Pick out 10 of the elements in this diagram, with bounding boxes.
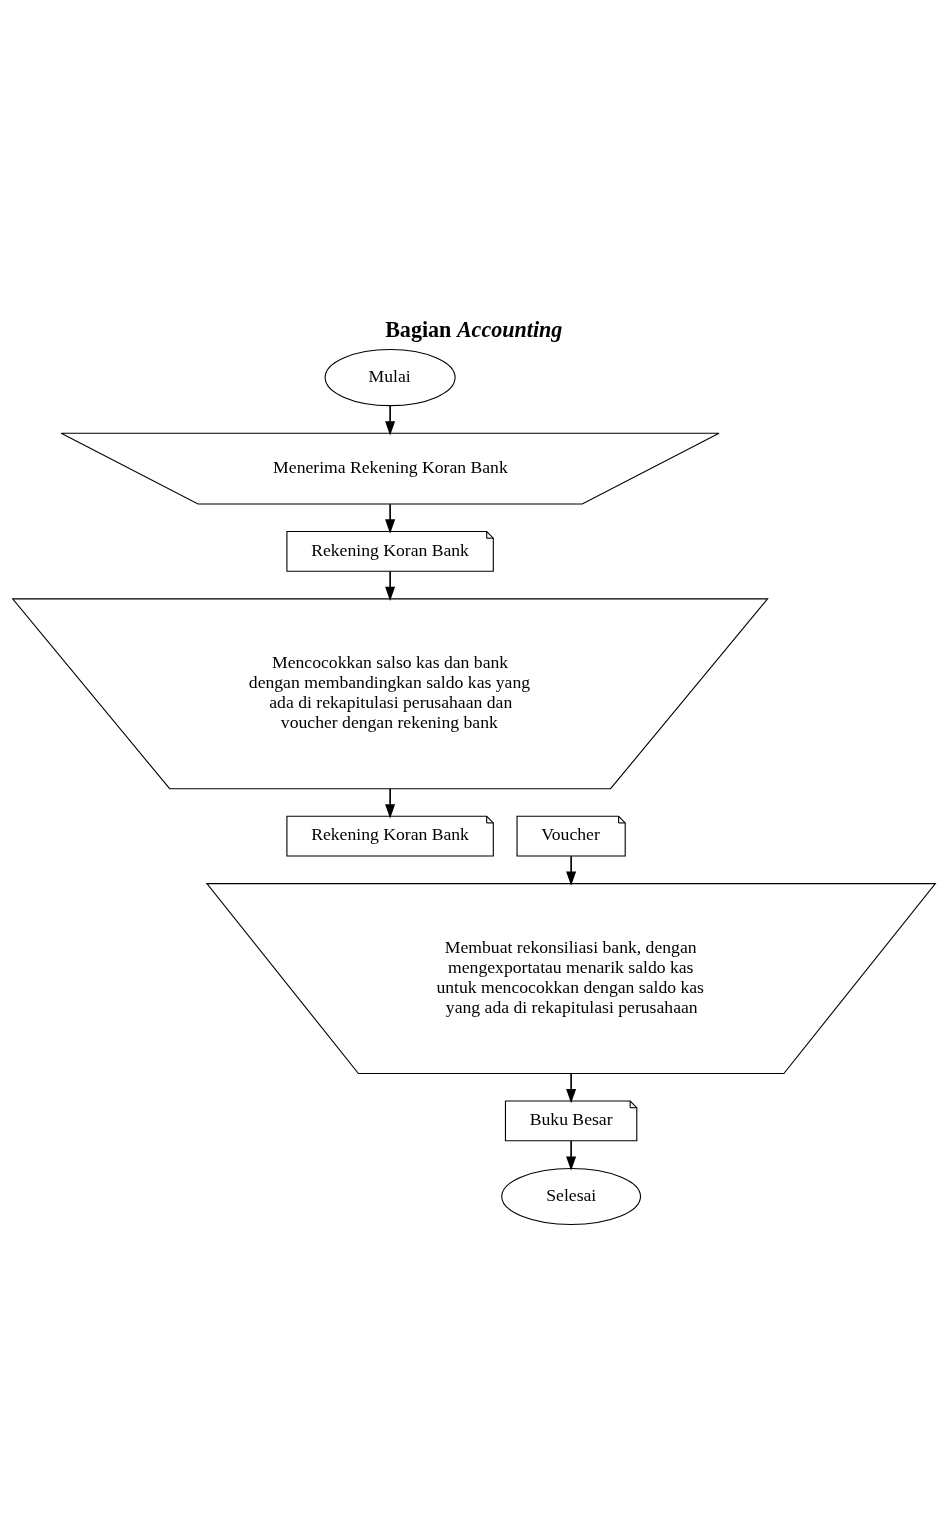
arrow bbox=[566, 1139, 577, 1171]
arrow bbox=[385, 787, 396, 819]
diagram-title: Bagian Accounting bbox=[385, 316, 563, 342]
node-ellipse: Selesai bbox=[501, 1167, 642, 1225]
node-ellipse: Mulai bbox=[324, 348, 456, 406]
arrow bbox=[385, 404, 396, 435]
arrow bbox=[385, 570, 396, 601]
arrow bbox=[566, 854, 577, 886]
arrow bbox=[566, 1072, 577, 1103]
arrow bbox=[385, 503, 396, 534]
